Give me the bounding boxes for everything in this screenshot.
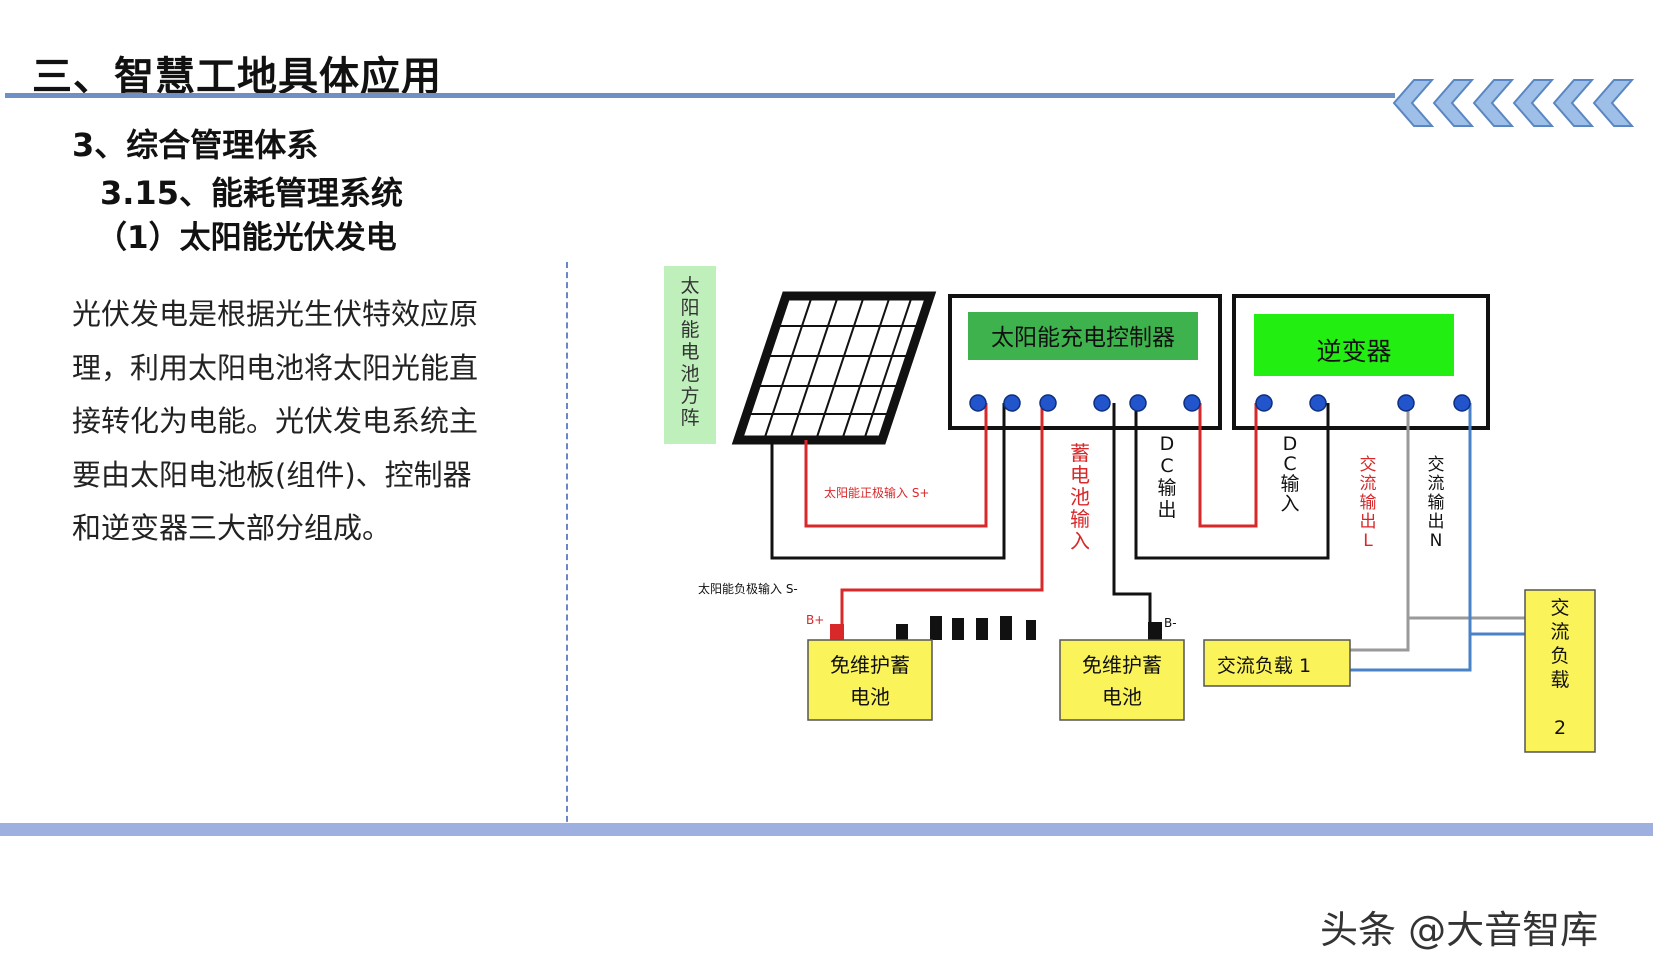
column-divider (566, 262, 568, 832)
slide-title: 三、智慧工地具体应用 (32, 54, 442, 100)
solar-negative-label: 太阳能负极输入 S- (698, 581, 798, 596)
array-label: 太阳能电池方阵 (680, 275, 699, 429)
solar-positive-label: 太阳能正极输入 S+ (824, 485, 930, 500)
section-heading: 3、综合管理体系 (72, 126, 319, 164)
terminal-blocks (896, 616, 1162, 640)
controller-screen (968, 312, 1198, 360)
title-divider (5, 93, 1395, 98)
credit-text: 头条 @大音智库 (1320, 908, 1599, 952)
subsection-heading: 3.15、能耗管理系统 (100, 174, 403, 212)
battery-2-line-2: 电池 (1102, 685, 1142, 709)
b-minus-label: B- (1164, 616, 1177, 630)
pv-system-diagram: 太阳能电池方阵 太阳能充电控制器 逆变器 (664, 266, 1596, 753)
topic-heading: （1）太阳能光伏发电 (96, 220, 397, 256)
inverter-label: 逆变器 (1316, 337, 1391, 366)
inverter-screen (1254, 314, 1454, 376)
footer-band (0, 823, 1653, 836)
ac-load-1-box (1203, 639, 1351, 687)
battery-2-line-1: 免维护蓄 (1082, 653, 1162, 677)
battery-box-2: 免维护蓄 电池 (1059, 639, 1185, 721)
body-text: 光伏发电是根据光生伏特效应原理，利用太阳电池将太阳光能直接转化为电能。光伏发电系… (72, 297, 479, 545)
controller-label: 太阳能充电控制器 (991, 325, 1175, 351)
terminal-dots (969, 394, 1471, 412)
b-plus-label: B+ (806, 613, 824, 627)
array-label-box (664, 266, 716, 444)
ac-load-2-label: 交流负载 2 (1550, 597, 1569, 739)
chevron-decoration-icon (1392, 79, 1635, 127)
body-paragraph: 光伏发电是根据光生伏特效应原理，利用太阳电池将太阳光能直接转化为电能。光伏发电系… (72, 288, 482, 556)
battery-1-line-2: 电池 (850, 685, 890, 709)
battery-box-1: 免维护蓄 电池 (807, 639, 933, 721)
ac-load-1-label: 交流负载 1 (1217, 655, 1311, 677)
solar-panel-icon (731, 291, 937, 445)
battery-1-line-1: 免维护蓄 (830, 653, 910, 677)
battery-input-label: 蓄电池输入 (1070, 441, 1090, 553)
ac-load-2-box (1524, 589, 1596, 753)
